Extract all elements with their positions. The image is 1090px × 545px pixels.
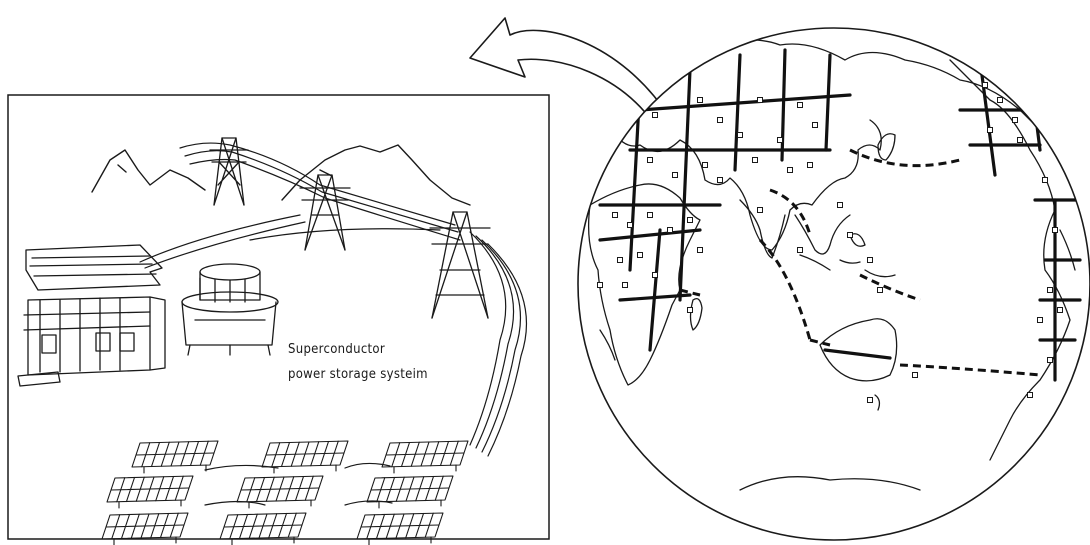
station-marker	[1038, 318, 1043, 323]
station-marker	[688, 308, 693, 313]
station-marker	[1048, 358, 1053, 363]
station-marker	[758, 98, 763, 103]
caption-line-1: Superconductor	[288, 342, 385, 357]
station-marker	[698, 248, 703, 253]
station-marker	[638, 253, 643, 258]
station-marker	[778, 138, 783, 143]
globe-icon	[578, 28, 1090, 540]
station-marker	[798, 103, 803, 108]
station-marker	[838, 203, 843, 208]
station-marker	[613, 213, 618, 218]
station-marker	[988, 128, 993, 133]
station-marker	[808, 163, 813, 168]
station-marker	[868, 398, 873, 403]
station-marker	[868, 258, 873, 263]
station-marker	[703, 163, 708, 168]
station-marker	[1053, 228, 1058, 233]
station-marker	[623, 283, 628, 288]
station-marker	[738, 133, 743, 138]
station-marker	[813, 123, 818, 128]
left-panel: Superconductor power storage systeim	[8, 95, 549, 545]
station-marker	[718, 118, 723, 123]
station-marker	[753, 158, 758, 163]
station-marker	[648, 158, 653, 163]
station-marker	[913, 373, 918, 378]
station-marker	[798, 248, 803, 253]
station-marker	[668, 228, 673, 233]
station-marker	[653, 113, 658, 118]
station-marker	[698, 98, 703, 103]
station-marker	[618, 258, 623, 263]
station-marker	[1043, 178, 1048, 183]
station-marker	[1048, 288, 1053, 293]
caption-line-2: power storage systeim	[288, 367, 428, 382]
station-marker	[673, 173, 678, 178]
station-marker	[758, 208, 763, 213]
station-marker	[878, 288, 883, 293]
station-marker	[848, 233, 853, 238]
station-marker	[1058, 308, 1063, 313]
station-marker	[998, 98, 1003, 103]
station-marker	[628, 223, 633, 228]
station-marker	[1028, 393, 1033, 398]
station-marker	[598, 283, 603, 288]
station-marker	[688, 218, 693, 223]
station-marker	[653, 273, 658, 278]
station-marker	[1013, 118, 1018, 123]
station-marker	[1018, 138, 1023, 143]
station-marker	[983, 83, 988, 88]
station-marker	[718, 178, 723, 183]
station-marker	[648, 213, 653, 218]
station-marker	[788, 168, 793, 173]
